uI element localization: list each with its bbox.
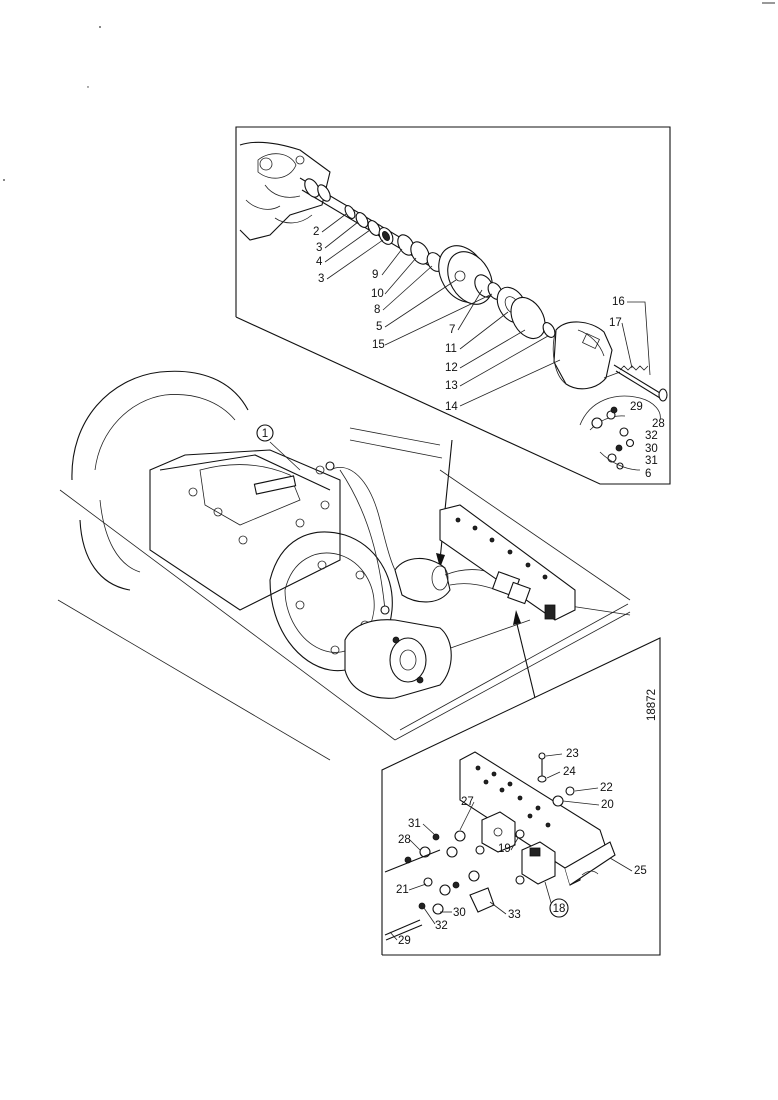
valve-18 bbox=[515, 841, 556, 885]
callout-2: 2 bbox=[313, 226, 319, 238]
top-inset-labels: 2 3 4 3 9 10 8 5 15 7 11 12 13 14 16 17 … bbox=[313, 226, 665, 480]
rod-and-spring bbox=[613, 364, 668, 402]
stray-marks bbox=[3, 2, 775, 181]
callout-27: 27 bbox=[461, 796, 474, 808]
callout-3: 3 bbox=[316, 242, 322, 254]
diaphragm-cover bbox=[438, 245, 556, 340]
callout-22: 22 bbox=[600, 782, 613, 794]
callout-21: 21 bbox=[396, 884, 409, 896]
callout-19: 19 bbox=[498, 843, 511, 855]
gearbox-rear-housing bbox=[269, 531, 393, 672]
callout-33: 33 bbox=[508, 909, 521, 921]
callout-13: 13 bbox=[445, 380, 458, 392]
actuator-cylinder bbox=[552, 321, 621, 390]
callout-5: 5 bbox=[376, 321, 382, 333]
gearbox-top-cover bbox=[149, 449, 341, 611]
mounted-actuator bbox=[325, 461, 516, 615]
callout-25: 25 bbox=[634, 865, 647, 877]
callout-12: 12 bbox=[445, 362, 458, 374]
top-inset-panel: 2 3 4 3 9 10 8 5 15 7 11 12 13 14 16 17 … bbox=[235, 126, 671, 568]
fittings-cluster bbox=[579, 395, 661, 471]
top-inset-leaders bbox=[321, 213, 651, 407]
callout-16: 16 bbox=[612, 296, 625, 308]
callout-10: 10 bbox=[371, 288, 384, 300]
bottom-inset-labels: 23 24 22 20 27 31 28 19 25 21 30 32 33 1… bbox=[396, 748, 647, 947]
callout-1: 1 bbox=[262, 428, 268, 440]
callout-31: 31 bbox=[645, 455, 658, 467]
callout-31: 31 bbox=[408, 818, 421, 830]
callout-29: 29 bbox=[630, 401, 643, 413]
callout-7: 7 bbox=[449, 324, 455, 336]
callout-11: 11 bbox=[445, 343, 457, 355]
callout-20: 20 bbox=[601, 799, 614, 811]
callout-28: 28 bbox=[398, 834, 411, 846]
callout-28: 28 bbox=[652, 418, 665, 430]
bottom-inset-leaders bbox=[389, 753, 633, 941]
hose-fittings bbox=[384, 830, 495, 941]
callout-9: 9 bbox=[372, 269, 378, 281]
valve-19 bbox=[475, 811, 525, 855]
callout-29: 29 bbox=[398, 935, 411, 947]
callout-17: 17 bbox=[609, 317, 622, 329]
main-bracket-plate bbox=[439, 504, 576, 621]
callout-8: 8 bbox=[374, 304, 380, 316]
callout-23: 23 bbox=[566, 748, 579, 760]
main-gearbox-view bbox=[57, 370, 631, 761]
gearbox-housing-fragment bbox=[239, 141, 331, 241]
callout-6: 6 bbox=[645, 468, 651, 480]
callout-14: 14 bbox=[445, 401, 458, 413]
callout-3: 3 bbox=[318, 273, 324, 285]
output-flange bbox=[344, 619, 452, 699]
callout-32: 32 bbox=[435, 920, 448, 932]
shaft-and-seals bbox=[299, 177, 456, 282]
callout-24: 24 bbox=[563, 766, 576, 778]
callout-32: 32 bbox=[645, 430, 658, 442]
callout-15: 15 bbox=[372, 339, 385, 351]
fasteners bbox=[537, 752, 575, 807]
bottom-inset-panel: 23 24 22 20 27 31 28 19 25 21 30 32 33 1… bbox=[381, 637, 661, 956]
callout-30: 30 bbox=[645, 443, 658, 455]
figure-number: 18872 bbox=[646, 689, 658, 721]
callout-4: 4 bbox=[316, 256, 323, 268]
callout-30: 30 bbox=[453, 907, 466, 919]
callout-18: 18 bbox=[553, 903, 566, 915]
main-labels: 1 bbox=[256, 424, 274, 442]
